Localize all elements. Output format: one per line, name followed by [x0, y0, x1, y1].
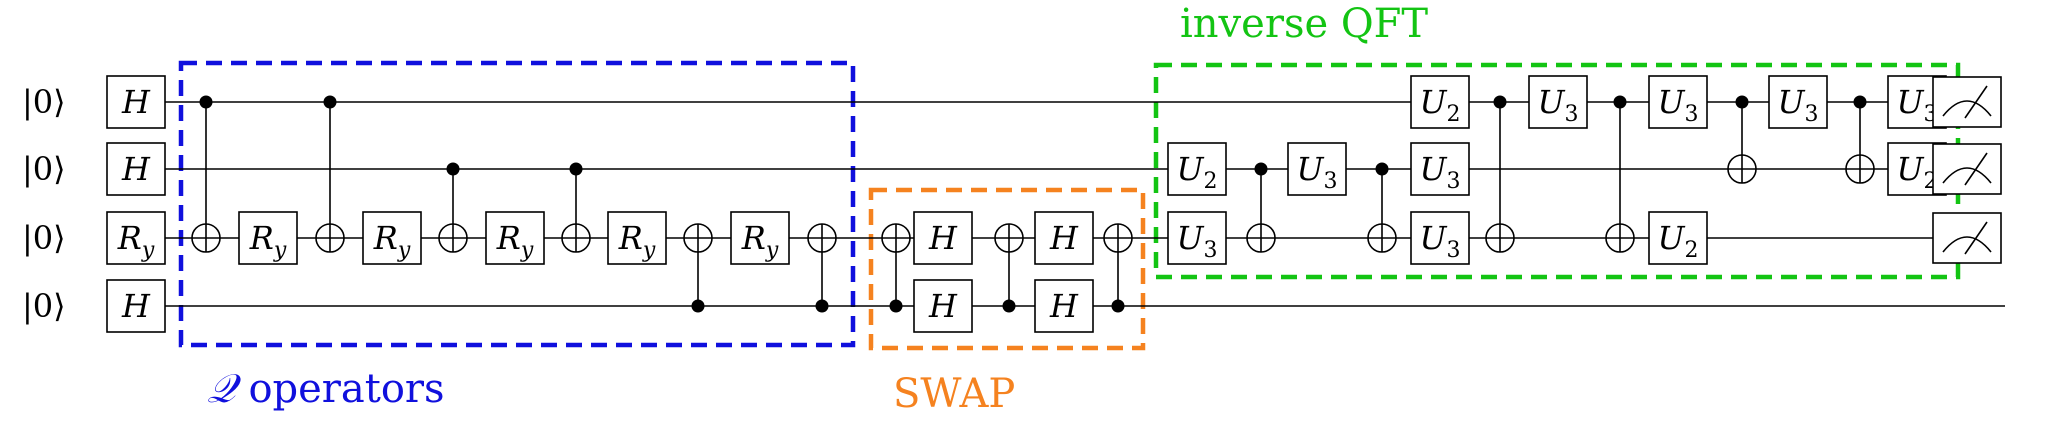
gate-Ry-7: Ry [607, 211, 667, 265]
gate-Ry-8: Ry [730, 211, 790, 265]
gate-H-0: H [106, 75, 166, 129]
svg-text:U3: U3 [1420, 219, 1461, 263]
svg-text:H: H [1049, 287, 1079, 325]
gate-Ry-6: Ry [485, 211, 545, 265]
control-dot [1613, 95, 1627, 109]
group-label-text: inverse QFT [1180, 1, 1428, 47]
svg-text:U3: U3 [1538, 83, 1579, 127]
gate-U2-21: U2 [1648, 211, 1708, 265]
gate-H-9: H [913, 211, 973, 265]
qubit-label-0: |0⟩ [22, 83, 66, 121]
control-dot [1853, 95, 1867, 109]
svg-text:Ry: Ry [249, 219, 287, 263]
svg-text:Ry: Ry [117, 219, 155, 263]
cnot-target [1246, 223, 1276, 253]
gate-H-11: H [1034, 211, 1094, 265]
svg-text:U3: U3 [1658, 83, 1699, 127]
group-label-text: operators [236, 366, 445, 412]
measurement-icon [1932, 212, 2002, 264]
control-dot [1375, 162, 1389, 176]
svg-text:Ry: Ry [496, 219, 534, 263]
gate-U3-15: U3 [1287, 142, 1347, 196]
control-dot [691, 299, 705, 313]
cnot-target [881, 223, 911, 253]
control-dot [1002, 299, 1016, 313]
gate-U3-14: U3 [1167, 211, 1227, 265]
svg-text:H: H [121, 150, 151, 188]
cnot-target [994, 223, 1024, 253]
cnot-target [683, 223, 713, 253]
svg-text:U3: U3 [1778, 83, 1819, 127]
cnot-target [1103, 223, 1133, 253]
cnot-target [1845, 154, 1875, 184]
control-dot [889, 299, 903, 313]
gate-U3-17: U3 [1410, 142, 1470, 196]
gate-group-boxes: 𝒬 operators SWAP inverse QFT [178, 1, 1961, 417]
measurement-icon [1932, 76, 2002, 128]
gate-Ry-4: Ry [238, 211, 298, 265]
group-box-0 [178, 60, 856, 348]
svg-text:Ry: Ry [618, 219, 656, 263]
qubit-label-2: |0⟩ [22, 219, 66, 257]
cnot-target [807, 223, 837, 253]
qubit-label-1: |0⟩ [22, 150, 66, 188]
control-dot [1111, 299, 1125, 313]
svg-text:Ry: Ry [373, 219, 411, 263]
control-dot [1735, 95, 1749, 109]
svg-text:U2: U2 [1177, 150, 1218, 194]
svg-text:U2: U2 [1420, 83, 1461, 127]
group-label-2: inverse QFT [1180, 1, 1428, 47]
svg-text:H: H [928, 219, 958, 257]
gate-H-12: H [1034, 279, 1094, 333]
control-dot [569, 162, 583, 176]
svg-text:U3: U3 [1297, 150, 1338, 194]
cnot-target [561, 223, 591, 253]
gate-H-10: H [913, 279, 973, 333]
svg-text:U3: U3 [1420, 150, 1461, 194]
cnot-connections [191, 95, 1875, 313]
control-dot [1493, 95, 1507, 109]
cnot-target [438, 223, 468, 253]
svg-text:H: H [121, 287, 151, 325]
qubit-labels: |0⟩ |0⟩ |0⟩ |0⟩ [22, 83, 66, 325]
svg-text:U2: U2 [1658, 219, 1699, 263]
gate-U3-19: U3 [1528, 75, 1588, 129]
control-dot [199, 95, 213, 109]
measurement-icon [1932, 143, 2002, 195]
gate-U2-13: U2 [1167, 142, 1227, 196]
gate-U2-16: U2 [1410, 75, 1470, 129]
cnot-target [315, 223, 345, 253]
cnot-target [191, 223, 221, 253]
gate-U3-22: U3 [1768, 75, 1828, 129]
cnot-target [1485, 223, 1515, 253]
group-box-1 [868, 187, 1146, 351]
control-dot [1254, 162, 1268, 176]
gate-Ry-2: Ry [106, 211, 166, 265]
cnot-target [1367, 223, 1397, 253]
group-label-1: SWAP [893, 371, 1015, 417]
svg-text:H: H [1049, 219, 1079, 257]
control-dot [815, 299, 829, 313]
svg-text:H: H [928, 287, 958, 325]
svg-text:U3: U3 [1177, 219, 1218, 263]
gate-H-1: H [106, 142, 166, 196]
control-dot [323, 95, 337, 109]
group-label-text: SWAP [893, 371, 1015, 417]
svg-text:Ry: Ry [741, 219, 779, 263]
cnot-target [1605, 223, 1635, 253]
gate-Ry-5: Ry [362, 211, 422, 265]
control-dot [446, 162, 460, 176]
gate-U3-18: U3 [1410, 211, 1470, 265]
svg-text:H: H [121, 83, 151, 121]
cnot-target [1727, 154, 1757, 184]
gate-U3-20: U3 [1648, 75, 1708, 129]
gate-H-3: H [106, 279, 166, 333]
qubit-label-3: |0⟩ [22, 287, 66, 325]
group-label-0: 𝒬 operators [207, 366, 445, 412]
